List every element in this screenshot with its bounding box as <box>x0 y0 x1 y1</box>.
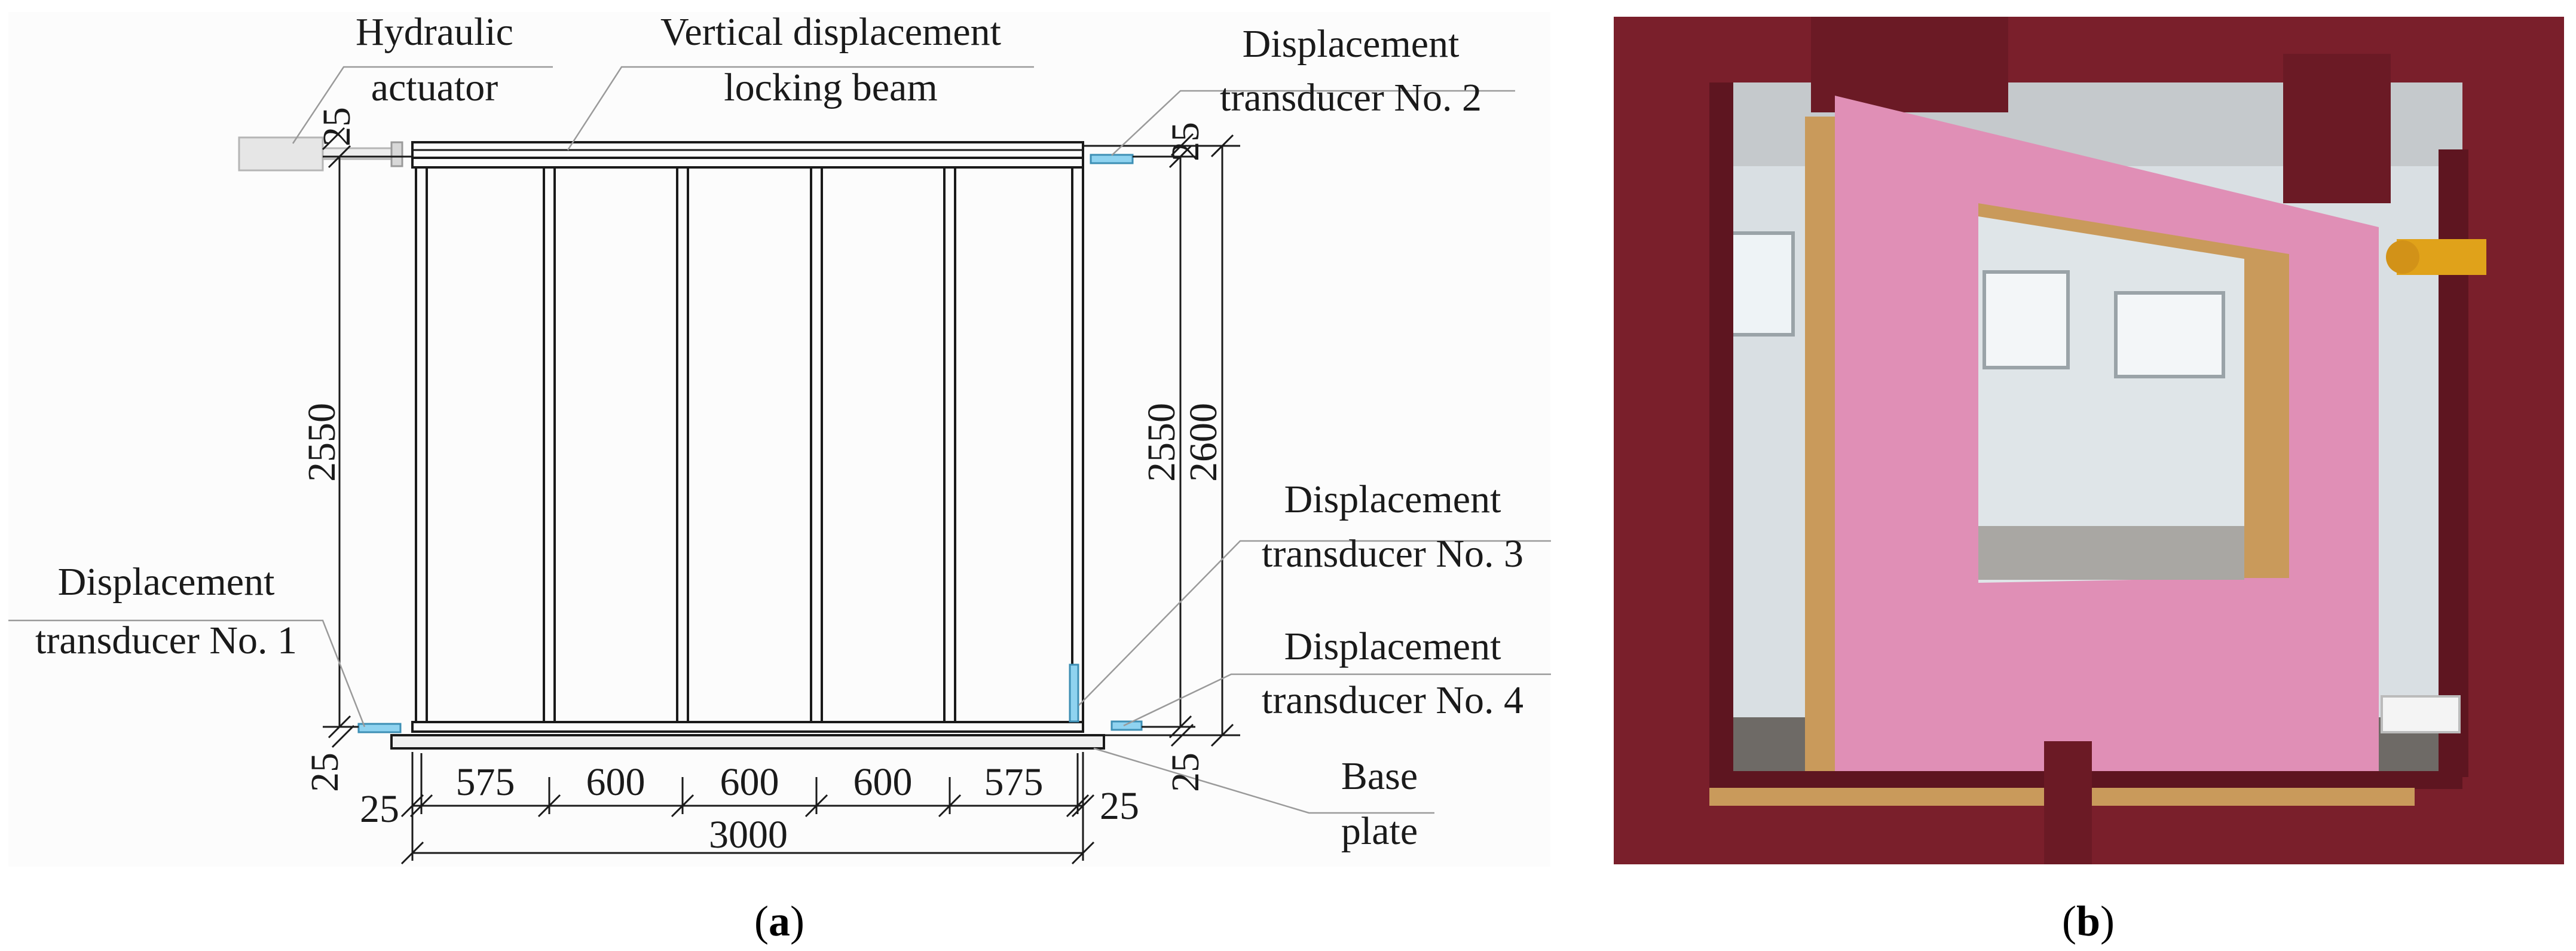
tick <box>537 794 561 818</box>
tick <box>409 794 433 818</box>
stud-3 <box>676 166 689 723</box>
tick <box>671 794 695 818</box>
label-transducer-3-line1: Displacement <box>1284 478 1501 521</box>
base-plate <box>390 734 1105 750</box>
dim-bottom-left-horizontal: 25 <box>360 787 399 831</box>
dim-bottom-right-vertical: 25 <box>1164 753 1207 792</box>
opening-timber-right <box>2244 258 2289 578</box>
steel-top-block-right <box>2283 54 2391 203</box>
label-base-plate-line2: plate <box>1341 809 1418 853</box>
dim-total-width: 3000 <box>709 813 788 857</box>
dim-top-right-offset: 25 <box>1164 122 1207 161</box>
stud-2 <box>543 166 556 723</box>
label-transducer-3-line2: transducer No. 3 <box>1262 532 1523 576</box>
tick <box>400 794 424 818</box>
opening-lab-window <box>1983 270 2070 369</box>
dim-right-height-inner: 2550 <box>1140 403 1183 482</box>
panel-b-photo: (b) <box>1614 17 2564 945</box>
steel-column-left <box>1614 17 1709 864</box>
label-locking-beam-line1: Vertical displacement <box>660 10 1001 54</box>
tick <box>1071 841 1095 865</box>
tick <box>328 715 351 739</box>
tick <box>1066 794 1090 818</box>
opening-lab-window <box>2114 291 2225 378</box>
actuator-body <box>238 136 324 172</box>
caption-b: (b) <box>2062 897 2115 945</box>
steel-column-left-flange <box>1709 36 1733 813</box>
label-hydraulic-actuator-line2: actuator <box>371 66 498 109</box>
caption-a: (a) <box>754 897 804 945</box>
transducer-2-body <box>1090 154 1134 164</box>
label-transducer-2-line1: Displacement <box>1243 22 1460 66</box>
panel-a-labels: Hydraulic actuator Vertical displacement… <box>35 10 1523 853</box>
dim-left-height: 2550 <box>300 403 344 482</box>
transducer-3-body <box>1069 663 1079 723</box>
leader-base-plate <box>1093 747 1434 814</box>
tick <box>1170 723 1194 747</box>
leader-actuator <box>292 66 553 144</box>
steel-top-beam <box>1614 17 2564 82</box>
photo-white-box <box>2381 695 2461 733</box>
steel-bottom-stiffener <box>2044 741 2092 864</box>
leader-lines <box>8 66 1551 814</box>
dim-top-left-offset: 25 <box>315 107 359 146</box>
dim-stud-spacing-1: 575 <box>456 760 515 804</box>
actuator-head <box>390 141 403 167</box>
tick <box>328 145 351 169</box>
dimension-values: 25 25 2550 2550 2600 25 25 25 25 575 600… <box>300 107 1225 857</box>
panel-a: Hydraulic actuator Vertical displacement… <box>8 10 1551 945</box>
label-transducer-4-line1: Displacement <box>1284 625 1501 668</box>
opening-lab-floor <box>1978 526 2244 580</box>
label-transducer-2-line2: transducer No. 2 <box>1220 76 1482 120</box>
tick <box>1071 794 1095 818</box>
tick <box>1210 723 1234 747</box>
transducer-1-body <box>357 723 402 733</box>
tick <box>938 794 962 818</box>
stud-5 <box>943 166 956 723</box>
dimension-lines <box>322 127 1240 865</box>
tick <box>1170 133 1194 157</box>
dim-stud-spacing-3: 600 <box>720 760 779 804</box>
tick <box>400 841 424 865</box>
stud-1 <box>415 166 428 723</box>
leader-transducer-2 <box>1111 90 1515 156</box>
transducer-4-body <box>1110 720 1143 731</box>
dim-stud-spacing-4: 600 <box>853 760 913 804</box>
dim-stud-spacing-5: 575 <box>984 760 1044 804</box>
dim-bottom-left-vertical: 25 <box>303 753 347 792</box>
tick <box>1210 134 1234 158</box>
label-transducer-1-line1: Displacement <box>58 560 275 604</box>
tick <box>331 724 355 748</box>
stud-4 <box>810 166 823 723</box>
leader-transducer-4 <box>1123 673 1551 727</box>
tick <box>322 127 345 151</box>
label-transducer-4-line2: transducer No. 4 <box>1262 678 1523 722</box>
label-hydraulic-actuator-line1: Hydraulic <box>356 10 513 54</box>
label-transducer-1-line2: transducer No. 1 <box>35 619 297 662</box>
photo-actuator-head <box>2386 240 2419 274</box>
opening-timber-top <box>1978 203 2289 266</box>
dim-bottom-right-horizontal: 25 <box>1100 784 1139 828</box>
steel-column-right <box>2462 17 2564 864</box>
leader-transducer-3 <box>1078 540 1551 706</box>
top-plate <box>411 157 1084 169</box>
bottom-plate <box>411 721 1084 733</box>
leader-transducer-1 <box>8 619 366 727</box>
label-locking-beam-line2: locking beam <box>724 66 937 109</box>
steel-top-block <box>1811 17 2008 112</box>
tick <box>1168 145 1192 169</box>
dim-stud-spacing-2: 600 <box>586 760 645 804</box>
tick <box>1168 715 1192 739</box>
leader-locking-beam <box>567 66 1034 151</box>
label-base-plate-line1: Base <box>1341 754 1418 798</box>
dim-right-height-outer: 2600 <box>1182 403 1225 482</box>
tick <box>804 794 828 818</box>
